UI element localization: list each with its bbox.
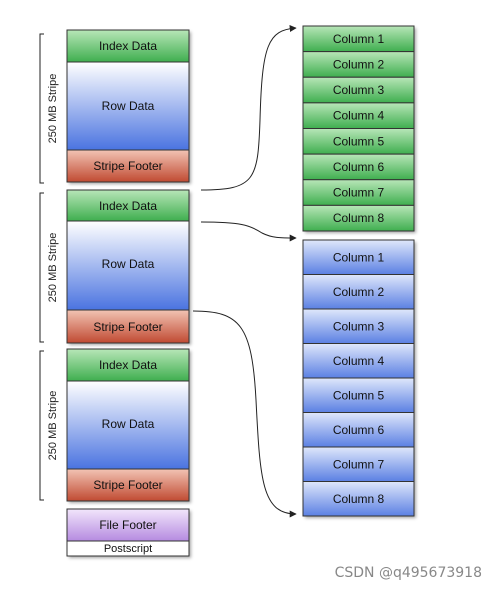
stripe-footer-block bbox=[67, 469, 189, 501]
column-cell: Column 3 bbox=[302, 76, 415, 104]
column-cell: Column 2 bbox=[302, 51, 415, 78]
row-data-label: Row Data bbox=[102, 99, 155, 113]
column-label: Column 2 bbox=[333, 285, 385, 299]
column-cell: Column 4 bbox=[302, 102, 415, 129]
stripe-size-bracket: 250 MB Stripe bbox=[39, 192, 59, 343]
stripe-footer-label: Stripe Footer bbox=[93, 320, 162, 334]
row-data-block bbox=[67, 221, 189, 310]
data-columns: Column 1 Column 2 Column 3 Column 4 Column 5… bbox=[302, 239, 415, 517]
stripe-footer-block bbox=[67, 310, 189, 343]
column-label: Column 5 bbox=[333, 134, 385, 148]
stripe-footer-block bbox=[67, 150, 189, 182]
index-data-block bbox=[67, 190, 189, 221]
column-label: Column 7 bbox=[333, 457, 385, 471]
column-label: Column 8 bbox=[333, 492, 385, 506]
column-label: Column 8 bbox=[333, 211, 385, 225]
column-label: Column 6 bbox=[333, 160, 385, 174]
column-cell-box bbox=[302, 128, 415, 155]
column-cell: Column 1 bbox=[302, 25, 415, 53]
column-label: Column 3 bbox=[333, 319, 385, 333]
index-data-label: Index Data bbox=[99, 199, 157, 213]
column-cell-box bbox=[302, 446, 415, 482]
column-cell-box bbox=[302, 51, 415, 78]
file-footer-block bbox=[67, 509, 189, 541]
connectors bbox=[192, 24, 297, 518]
column-label: Column 6 bbox=[333, 423, 385, 437]
index-data-connector bbox=[200, 24, 297, 191]
file-tail: File Footer Postscript bbox=[66, 508, 190, 557]
column-cell-box bbox=[302, 239, 415, 275]
row-data-block bbox=[67, 381, 189, 469]
column-cell: Column 7 bbox=[302, 179, 415, 206]
stripe-footer-label: Stripe Footer bbox=[93, 159, 162, 173]
column-cell: Column 5 bbox=[302, 377, 415, 413]
stripe-size-label: 250 MB Stripe bbox=[47, 74, 59, 144]
index-data-block bbox=[67, 30, 189, 62]
column-cell: Column 8 bbox=[302, 481, 415, 517]
column-cell-box bbox=[302, 153, 415, 181]
stripe-3: 250 MB Stripe Index Data Row Data Stripe… bbox=[39, 348, 190, 502]
column-cell: Column 4 bbox=[302, 343, 415, 379]
row-data-block bbox=[67, 62, 189, 150]
row-data-label: Row Data bbox=[102, 257, 155, 271]
postscript-block bbox=[67, 541, 189, 556]
column-label: Column 4 bbox=[333, 109, 385, 123]
stripe-1: 250 MB Stripe Index Data Row Data Stripe… bbox=[39, 29, 190, 184]
row-data-connector bbox=[200, 221, 297, 242]
column-cell: Column 6 bbox=[302, 153, 415, 181]
column-cell: Column 3 bbox=[302, 308, 415, 344]
index-data-label: Index Data bbox=[99, 39, 157, 53]
column-label: Column 1 bbox=[333, 32, 385, 46]
stripe-size-label: 250 MB Stripe bbox=[47, 391, 59, 461]
index-data-block bbox=[67, 349, 189, 381]
stripe-footer-connector bbox=[192, 310, 297, 518]
column-label: Column 2 bbox=[333, 57, 385, 71]
column-cell: Column 8 bbox=[302, 204, 415, 232]
stripe-2: 250 MB Stripe Index Data Row Data Stripe… bbox=[39, 189, 190, 344]
column-cell: Column 1 bbox=[302, 239, 415, 275]
column-label: Column 3 bbox=[333, 83, 385, 97]
column-label: Column 5 bbox=[333, 388, 385, 402]
column-cell-box bbox=[302, 204, 415, 232]
stripe-size-bracket: 250 MB Stripe bbox=[39, 350, 59, 501]
column-cell: Column 5 bbox=[302, 128, 415, 155]
index-columns: Column 1 Column 2 Column 3 Column 4 Column 5… bbox=[302, 25, 415, 232]
stripe-footer-label: Stripe Footer bbox=[93, 478, 162, 492]
column-cell-box bbox=[302, 179, 415, 206]
postscript-label: Postscript bbox=[104, 543, 152, 555]
column-label: Column 1 bbox=[333, 250, 385, 264]
watermark-text: CSDN @q495673918 bbox=[335, 565, 482, 581]
stripe-size-bracket: 250 MB Stripe bbox=[39, 33, 59, 184]
column-label: Column 4 bbox=[333, 354, 385, 368]
index-data-label: Index Data bbox=[99, 358, 157, 372]
row-data-label: Row Data bbox=[102, 417, 155, 431]
column-cell: Column 6 bbox=[302, 412, 415, 448]
column-cell-box bbox=[302, 377, 415, 413]
file-footer-label: File Footer bbox=[99, 518, 156, 532]
column-cell: Column 7 bbox=[302, 446, 415, 482]
column-cell: Column 2 bbox=[302, 274, 415, 310]
column-label: Column 7 bbox=[333, 186, 385, 200]
stripe-size-label: 250 MB Stripe bbox=[47, 233, 59, 303]
